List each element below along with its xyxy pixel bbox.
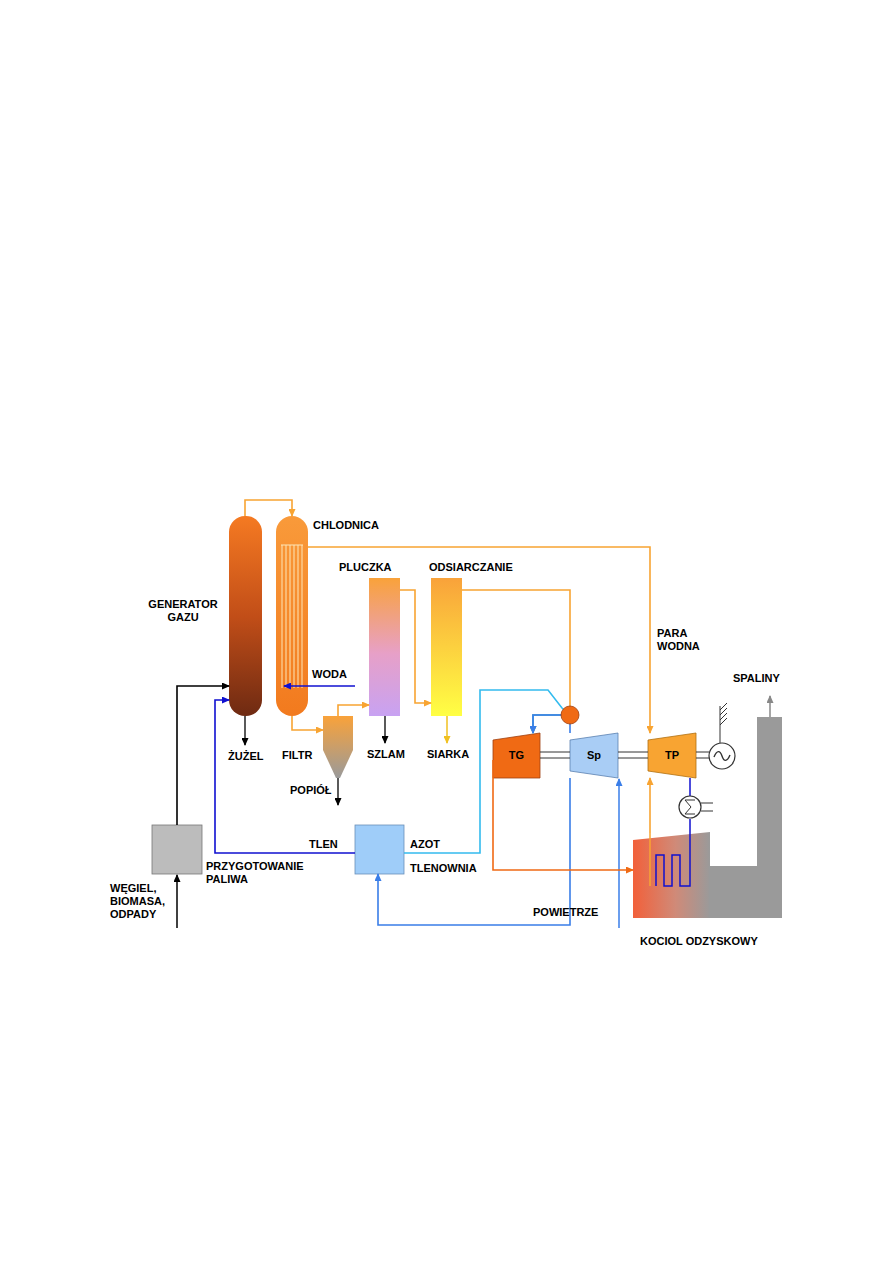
node-label: FILTR — [282, 749, 322, 762]
flow-connector — [215, 700, 355, 853]
flow-connector — [400, 590, 431, 703]
fuel-input-arrow — [176, 875, 178, 928]
oxygen-plant-box — [355, 825, 404, 874]
ash-arrow — [337, 778, 338, 805]
shaft-lines — [540, 752, 709, 758]
node-label: PRZYGOTOWANIE PALIWA — [206, 860, 318, 886]
flow-connector — [378, 778, 570, 925]
node-text-holder: Sp — [570, 733, 618, 778]
slag-arrow — [244, 716, 245, 745]
compressor-node: Sp — [570, 733, 618, 778]
water-arrow — [284, 685, 355, 687]
fuel-preparation-node: PRZYGOTOWANIE PALIWA — [152, 825, 202, 874]
flow-connector — [404, 690, 570, 853]
cooler-tubes — [281, 545, 303, 688]
scrubber-node: PLUCZKA — [369, 578, 400, 716]
gas-turbine-node: TG — [493, 733, 540, 778]
desulphurisation-node: ODSIARCZANIE — [431, 578, 462, 716]
steam-turbine-node: TP — [648, 733, 696, 778]
node-label: PLUCZKA — [339, 561, 409, 574]
node-label: CHLODNICA — [313, 519, 403, 532]
flow-connector — [308, 547, 650, 733]
gasifier-node: GENERATOR GAZU — [229, 516, 262, 716]
flow-connector — [338, 705, 369, 716]
stream-label: SIARKA — [427, 748, 487, 761]
flow-connector — [245, 500, 292, 516]
stream-label: ŻUŻEL — [228, 750, 278, 763]
steam-exit-line — [649, 833, 651, 886]
flow-connector — [493, 760, 633, 870]
recovery-boiler-node: KOCIOL ODZYSKOWY — [633, 833, 710, 918]
edge-label: PARA WODNA — [656, 627, 703, 653]
gasifier-column — [229, 516, 262, 716]
stream-label: WĘGIEL, BIOMASA, ODPADY — [110, 882, 172, 921]
node-label: TG — [509, 749, 524, 762]
node-text-holder: TG — [493, 733, 540, 778]
condenser-coil — [685, 800, 695, 814]
fuel-preparation-box — [152, 825, 202, 874]
stream-label: POPIÓŁ — [290, 784, 340, 797]
node-label: GENERATOR GAZU — [139, 598, 227, 624]
flow-connector — [292, 716, 323, 730]
filter-node: FILTR — [323, 716, 353, 778]
edge-label: AZOT — [409, 838, 441, 851]
air-input-arrow — [618, 779, 620, 928]
desulphurisation-column — [431, 578, 462, 716]
stream-label: SPALINY — [733, 672, 793, 685]
condenser-line — [689, 778, 691, 796]
stream-label: WODA — [312, 668, 357, 681]
oxygen-plant-node: TLENOWNIA — [355, 825, 404, 874]
electric-generator-symbol — [709, 743, 735, 769]
grid-connection-symbol — [720, 703, 727, 743]
flow-connector — [462, 590, 570, 733]
sludge-arrow — [384, 716, 385, 743]
combustor-symbol — [561, 706, 579, 724]
node-label: TP — [665, 749, 679, 762]
node-label: Sp — [587, 749, 601, 762]
node-label: ODSIARCZANIE — [429, 561, 539, 574]
filter-hopper — [323, 716, 353, 778]
stream-label: SZLAM — [367, 748, 417, 761]
flow-connector — [649, 778, 651, 833]
cooling-water-lines — [701, 803, 713, 811]
steam-turbine-shape — [648, 733, 696, 778]
sulphur-arrow — [446, 716, 448, 743]
cooler-node: CHLODNICA — [276, 516, 308, 716]
flue-duct — [709, 866, 758, 918]
scrubber-column — [369, 578, 400, 716]
node-text-holder: TP — [648, 733, 696, 778]
flow-connector — [177, 686, 229, 825]
ac-wave-symbol — [714, 752, 730, 761]
stream-label: POWIETRZE — [533, 906, 613, 919]
condenser-symbol — [679, 796, 701, 818]
node-label: TLENOWNIA — [410, 862, 490, 875]
node-label: KOCIOL ODZYSKOWY — [640, 935, 790, 948]
compressor-shape — [570, 733, 618, 778]
edge-label: TLEN — [308, 838, 339, 851]
flue-gas-arrow — [769, 696, 771, 717]
boiler-coil — [656, 819, 690, 886]
gas-turbine-shape — [493, 733, 540, 778]
stack-chimney — [757, 717, 782, 918]
